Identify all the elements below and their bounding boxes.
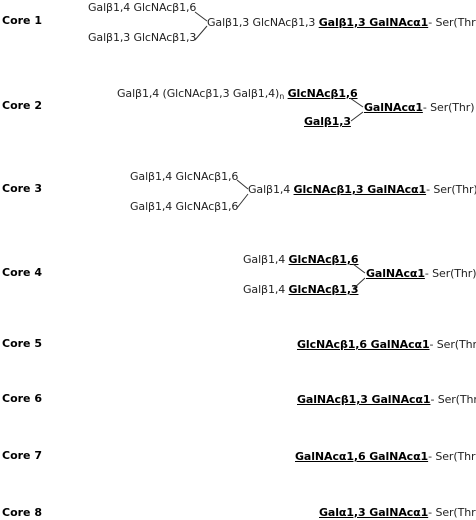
core-structure: GalNAcβ1,3 GalNAcα1 — [297, 393, 431, 406]
ser-thr-linkage: - Ser(Thr) — [424, 267, 476, 280]
core-label: Core 4 — [2, 266, 42, 279]
core-3-connector-bottom — [236, 193, 249, 209]
core-structure: GlcNAcβ1,6 GalNAcα1 — [297, 338, 430, 351]
core-label: Core 8 — [2, 506, 42, 519]
core-structure: GalNAcα1 — [364, 101, 423, 114]
core-6-chain: GalNAcβ1,3 GalNAcα1- Ser(Thr) — [297, 393, 476, 406]
branch-bottom-wrap: Galβ1,3 — [304, 115, 351, 128]
ser-thr-linkage: - Ser(Thr) — [430, 393, 476, 406]
branch-top: Galβ1,4 GlcNAcβ1,6 — [88, 1, 197, 14]
branch-top: GlcNAcβ1,6 — [287, 87, 358, 100]
core-2-connector-bottom — [350, 111, 364, 122]
branch-bottom: Galβ1,3 GlcNAcβ1,3 — [88, 31, 197, 44]
branch-bottom: Galβ1,4 GlcNAcβ1,6 — [130, 200, 239, 213]
branch-top-prefix: Galβ1,4 — [243, 253, 286, 266]
core-5-chain: GlcNAcβ1,6 GalNAcα1- Ser(Thr) — [297, 338, 476, 351]
repeat-subscript: n — [279, 92, 285, 101]
ser-thr-linkage: - Ser(Thr) — [422, 101, 475, 114]
branch-bottom: GlcNAcβ1,3 — [288, 283, 359, 296]
core-label: Core 7 — [2, 449, 42, 462]
core-4-chain: GalNAcα1- Ser(Thr) — [366, 267, 476, 280]
branch-top-chain: Galβ1,4 (GlcNAcβ1,3 Galβ1,4)n GlcNAcβ1,6 — [117, 87, 358, 103]
core-4-connector-top — [352, 263, 366, 274]
branch-top-chain: Galβ1,4 GlcNAcβ1,6 — [243, 253, 359, 266]
branch-bottom-chain: Galβ1,4 GlcNAcβ1,3 — [243, 283, 359, 296]
core-2-chain: GalNAcα1- Ser(Thr) — [364, 101, 475, 114]
core-8-chain: Galα1,3 GalNAcα1- Ser(Thr) — [319, 506, 476, 519]
extension-chain: Galβ1,4 (GlcNAcβ1,3 Galβ1,4) — [117, 87, 280, 100]
mid-chain: Galβ1,3 GlcNAcβ1,3 — [207, 16, 316, 29]
branch-bottom-prefix: Galβ1,4 — [243, 283, 286, 296]
core-label: Core 2 — [2, 99, 42, 112]
branch-top: GlcNAcβ1,6 — [288, 253, 359, 266]
ser-thr-linkage: - Ser(Thr) — [428, 506, 476, 519]
core-4-connector-bottom — [352, 277, 366, 290]
core-structure: Galα1,3 GalNAcα1 — [319, 506, 429, 519]
branch-bottom: Galβ1,3 — [304, 115, 351, 128]
branch-top: Galβ1,4 GlcNAcβ1,6 — [130, 170, 239, 183]
core-label: Core 6 — [2, 392, 42, 405]
core-structure: GalNAcα1 — [366, 267, 425, 280]
core-label: Core 1 — [2, 14, 42, 27]
core-3-chain: Galβ1,4 GlcNAcβ1,3 GalNAcα1- Ser(Thr) — [248, 183, 476, 196]
mid-chain: Galβ1,4 — [248, 183, 291, 196]
core-structure: Galβ1,3 GalNAcα1 — [318, 16, 429, 29]
ser-thr-linkage: - Ser(Thr) — [429, 338, 476, 351]
core-1-connector-top — [194, 11, 208, 22]
core-structure: GalNAcα1,6 GalNAcα1 — [295, 450, 429, 463]
core-1-connector-bottom — [194, 25, 208, 41]
ser-thr-linkage: - Ser(Thr) — [428, 450, 476, 463]
core-3-connector-top — [236, 179, 249, 190]
core-structure: GlcNAcβ1,3 GalNAcα1 — [293, 183, 427, 196]
core-label: Core 3 — [2, 182, 42, 195]
ser-thr-linkage: - Ser(Thr) — [428, 16, 476, 29]
ser-thr-linkage: - Ser(Thr) — [426, 183, 476, 196]
core-7-chain: GalNAcα1,6 GalNAcα1- Ser(Thr) — [295, 450, 476, 463]
core-2-connector-top — [349, 97, 364, 108]
core-label: Core 5 — [2, 337, 42, 350]
core-1-chain: Galβ1,3 GlcNAcβ1,3 Galβ1,3 GalNAcα1- Ser… — [207, 16, 476, 29]
